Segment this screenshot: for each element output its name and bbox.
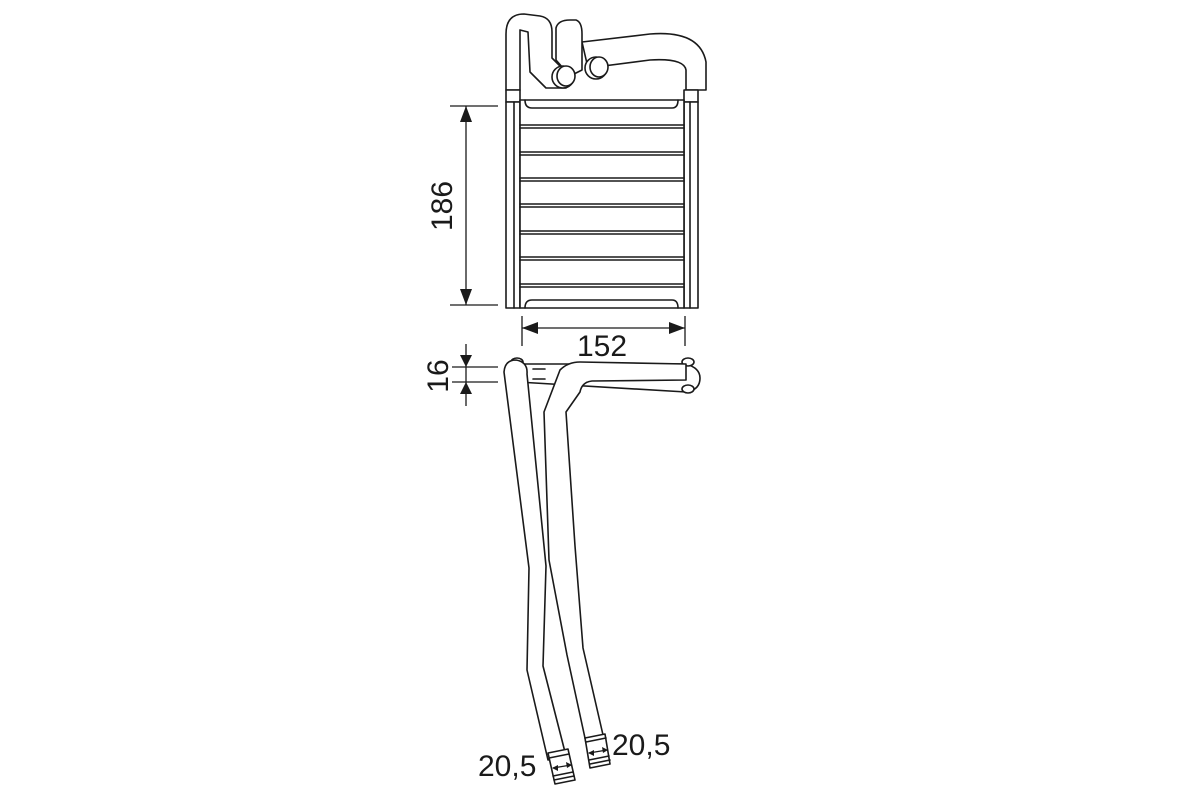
tank-left <box>505 89 521 309</box>
pipe-end-right <box>584 733 611 769</box>
core-fins <box>519 99 685 309</box>
top-pipes <box>505 13 707 91</box>
dimension-height-label: 186 <box>426 181 459 231</box>
pipe-right-diameter-label: 20,5 <box>612 729 670 762</box>
dimension-width-label: 152 <box>577 330 627 363</box>
dimension-height: 186 <box>426 105 498 306</box>
top-view: 16 20,5 20,5 <box>422 344 701 785</box>
dimension-depth-label: 16 <box>422 359 455 392</box>
pipe-left <box>503 359 567 761</box>
pipe-right <box>543 361 687 753</box>
pipe-end-left <box>547 748 576 785</box>
front-view: 186 152 <box>426 13 707 363</box>
dimension-depth: 16 <box>422 344 498 406</box>
dimension-width: 152 <box>521 316 686 363</box>
tank-right <box>683 89 699 309</box>
pipe-left-diameter-label: 20,5 <box>478 750 536 783</box>
